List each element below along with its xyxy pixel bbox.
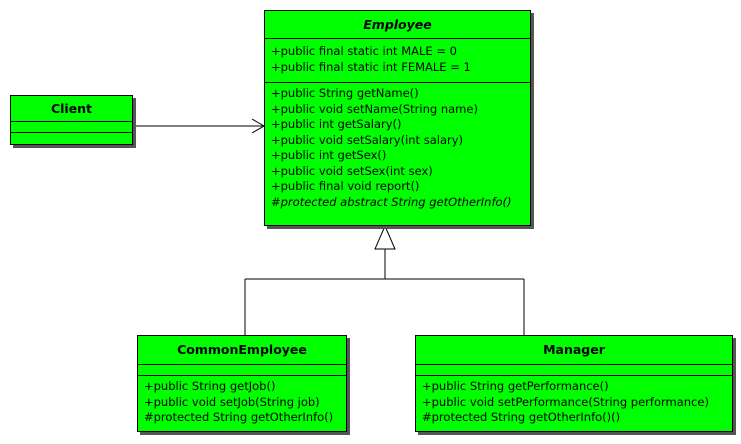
operation: +public int getSalary() <box>271 117 402 131</box>
operation: +public void setJob(String job) <box>144 394 320 409</box>
operation: +public final void report() <box>271 179 420 193</box>
operation: +public void setSalary(int salary) <box>271 132 464 147</box>
attributes-section: +public final static int MALE = 0 +publi… <box>265 39 530 83</box>
generalization-triangle <box>374 224 396 250</box>
operations-section <box>11 133 132 144</box>
operation: #protected String getOtherInfo() <box>144 410 334 424</box>
operation: +public String getPerformance() <box>422 379 609 393</box>
operation: +public void setName(String name) <box>271 101 478 116</box>
operation: +public String getName() <box>271 86 419 100</box>
operations-section: +public String getName() +public void se… <box>265 83 530 210</box>
class-name: Manager <box>416 336 732 365</box>
operation: #protected String getOtherInfo()() <box>422 410 621 424</box>
class-manager[interactable]: Manager +public String getPerformance() … <box>415 335 733 432</box>
operation-abstract: #protected abstract String getOtherInfo(… <box>271 194 512 209</box>
class-name: Employee <box>265 11 530 39</box>
operations-section: +public String getJob() +public void set… <box>138 376 346 426</box>
class-common-employee[interactable]: CommonEmployee +public String getJob() +… <box>137 335 347 432</box>
class-name: CommonEmployee <box>138 336 346 365</box>
attributes-section <box>138 365 346 376</box>
operations-section: +public String getPerformance() +public … <box>416 376 732 426</box>
attributes-section <box>11 122 132 133</box>
class-client[interactable]: Client <box>10 95 133 145</box>
operation: +public int getSex() <box>271 148 387 162</box>
class-name: Client <box>11 96 132 122</box>
operation: +public String getJob() <box>144 379 276 393</box>
operation: +public void setPerformance(String perfo… <box>422 394 709 409</box>
class-employee[interactable]: Employee +public final static int MALE =… <box>264 10 531 226</box>
attribute: +public final static int MALE = 0 <box>271 44 457 58</box>
operation: +public void setSex(int sex) <box>271 163 433 178</box>
attribute: +public final static int FEMALE = 1 <box>271 59 471 74</box>
attributes-section <box>416 365 732 376</box>
